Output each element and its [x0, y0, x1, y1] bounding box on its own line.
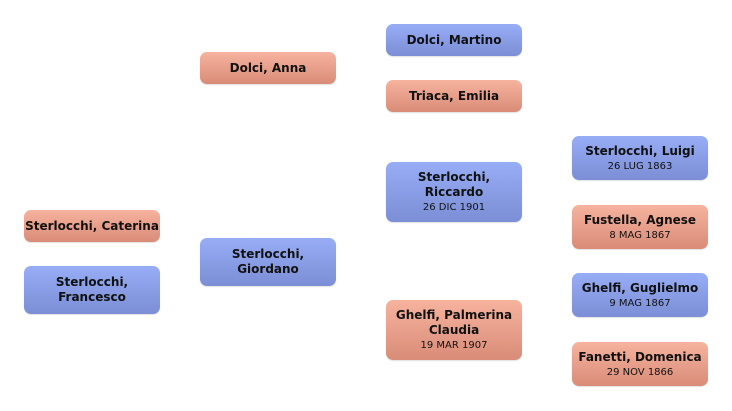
person-ghelfi-guglielmo[interactable]: Ghelfi, Guglielmo 9 MAG 1867	[572, 273, 708, 317]
person-sterlocchi-riccardo[interactable]: Sterlocchi, Riccardo 26 DIC 1901	[386, 162, 522, 222]
person-name: Fanetti, Domenica	[578, 349, 702, 364]
birth-date: 8 MAG 1867	[609, 229, 671, 241]
person-dolci-anna[interactable]: Dolci, Anna	[200, 52, 336, 84]
person-name: Dolci, Martino	[406, 32, 502, 47]
birth-date: 26 DIC 1901	[422, 202, 486, 213]
person-fanetti-domenica[interactable]: Fanetti, Domenica 29 NOV 1866	[572, 342, 708, 386]
person-name: Fustella, Agnese	[583, 212, 697, 227]
person-name: Sterlocchi, Francesco	[55, 275, 129, 304]
birth-date: 26 LUG 1863	[607, 160, 673, 172]
person-triaca-emilia[interactable]: Triaca, Emilia	[386, 80, 522, 112]
person-name: Dolci, Anna	[229, 60, 307, 75]
person-sterlocchi-luigi[interactable]: Sterlocchi, Luigi 26 LUG 1863	[572, 136, 708, 180]
person-ghelfi-palmerina[interactable]: Ghelfi, Palmerina Claudia 19 MAR 1907	[386, 300, 522, 360]
person-dolci-martino[interactable]: Dolci, Martino	[386, 24, 522, 56]
birth-date: 19 MAR 1907	[420, 340, 488, 351]
person-name: Sterlocchi, Giordano	[231, 247, 305, 276]
birth-date: 29 NOV 1866	[606, 366, 674, 378]
birth-date: 9 MAG 1867	[609, 297, 671, 309]
person-name: Sterlocchi, Caterina	[25, 218, 159, 233]
person-sterlocchi-giordano[interactable]: Sterlocchi, Giordano	[200, 238, 336, 286]
person-name: Triaca, Emilia	[408, 88, 500, 103]
person-name: Ghelfi, Guglielmo	[581, 280, 699, 295]
person-name: Sterlocchi, Luigi	[585, 143, 695, 158]
person-sterlocchi-francesco[interactable]: Sterlocchi, Francesco	[24, 266, 160, 314]
person-fustella-agnese[interactable]: Fustella, Agnese 8 MAG 1867	[572, 205, 708, 249]
person-sterlocchi-caterina[interactable]: Sterlocchi, Caterina	[24, 210, 160, 242]
person-name: Sterlocchi, Riccardo	[417, 170, 491, 199]
person-name: Ghelfi, Palmerina Claudia	[395, 308, 513, 337]
